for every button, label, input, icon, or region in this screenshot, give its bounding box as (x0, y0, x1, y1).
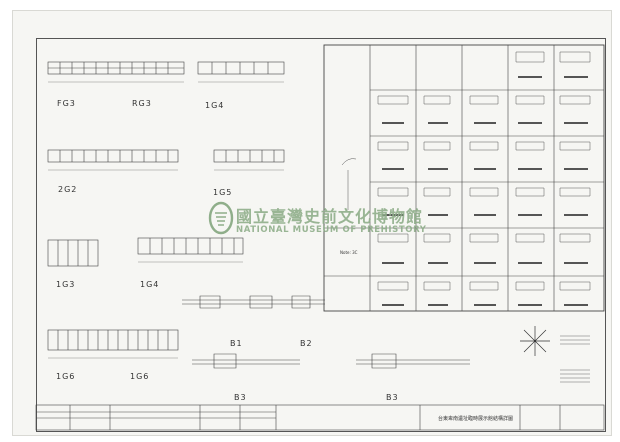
elevation-label: 2G2 (58, 185, 78, 194)
section-label: B3 (386, 393, 399, 402)
elevation-label: 1G6 (56, 372, 76, 381)
section-label: B2 (300, 339, 313, 348)
key-plan-icon (520, 326, 550, 356)
elevation-label: RG3 (132, 99, 152, 108)
watermark-name-cn: 國立臺灣史前文化博物館 (236, 207, 424, 226)
elevation-label: 1G4 (205, 101, 225, 110)
elevation-label: FG3 (57, 99, 76, 108)
schedule-note: Note: 3C (340, 250, 358, 255)
section-label: B3 (234, 393, 247, 402)
elevation-label: 1G6 (130, 372, 150, 381)
elevation-label: 1G3 (56, 280, 76, 289)
title-block-text: 台東卑南遺址臨時展示館結構詳圖 (438, 416, 514, 422)
watermark-name-en: NATIONAL MUSEUM OF PREHISTORY (236, 225, 427, 235)
section-label: B1 (230, 339, 243, 348)
museum-seal-icon (208, 201, 234, 235)
museum-watermark: 國立臺灣史前文化博物館 NATIONAL MUSEUM OF PREHISTOR… (208, 199, 428, 239)
elevation-label: 1G4 (140, 280, 160, 289)
elevation-label: 1G5 (213, 188, 233, 197)
drawing-border (36, 38, 606, 432)
paper-background (12, 10, 612, 436)
